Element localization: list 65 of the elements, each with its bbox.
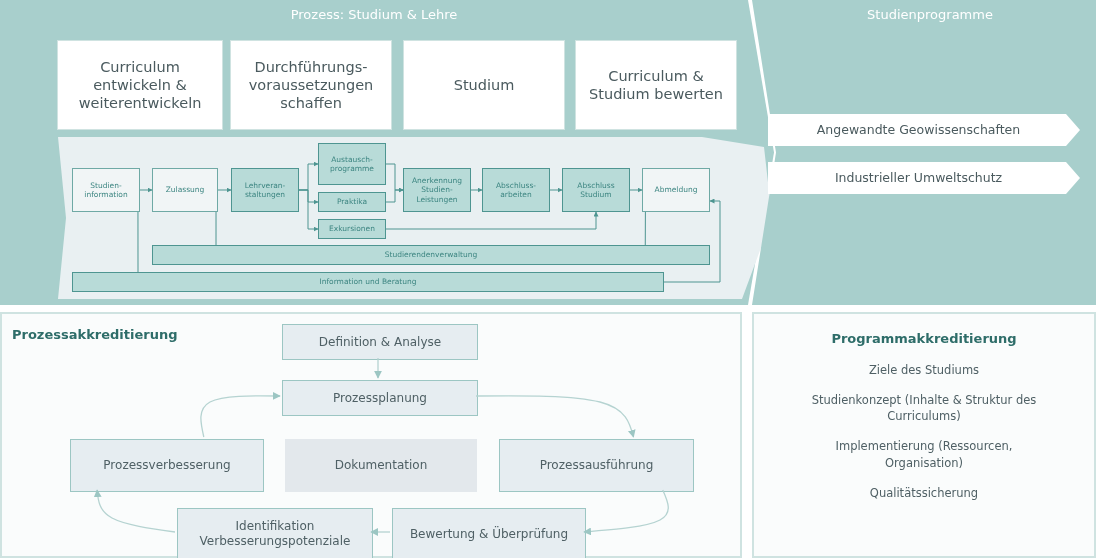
process-flow-panel bbox=[58, 137, 772, 299]
arrow bbox=[629, 187, 643, 193]
cycle-step-box bbox=[392, 508, 586, 558]
arrow bbox=[370, 528, 391, 536]
panel-title: Prozess: Studium & Lehre bbox=[289, 7, 459, 22]
connector-line bbox=[644, 211, 646, 246]
step-box bbox=[72, 168, 140, 212]
arrow bbox=[200, 392, 281, 438]
step-box bbox=[482, 168, 550, 212]
step-label: Prozessverbesserung bbox=[102, 458, 232, 473]
arrow bbox=[475, 395, 636, 438]
cycle-step-box bbox=[499, 439, 694, 492]
cycle-step-box bbox=[177, 508, 373, 558]
step-box bbox=[318, 143, 386, 185]
phase-box bbox=[57, 40, 223, 130]
step-label: Definition & Analyse bbox=[317, 334, 443, 350]
phase-box bbox=[230, 40, 392, 130]
cycle-step-box bbox=[282, 324, 478, 360]
step-label: Industrieller Umweltschutz bbox=[833, 170, 1004, 186]
step-box bbox=[231, 168, 299, 212]
panel-title: Prozessakkreditierung bbox=[12, 327, 178, 342]
accreditation-panel bbox=[0, 312, 742, 558]
step-label: Identifikation Verbesserungspotenziale bbox=[198, 519, 352, 549]
arrow bbox=[583, 489, 669, 536]
step-label: Angewandte Geowissenschaften bbox=[815, 122, 1022, 138]
arrow bbox=[374, 357, 382, 379]
arrow bbox=[298, 189, 319, 232]
cycle-step-box bbox=[70, 439, 264, 492]
step-box bbox=[642, 168, 710, 212]
step-label: Prozessausführung bbox=[538, 458, 655, 473]
criterion-text: Qualitätssicherung bbox=[869, 484, 979, 501]
step-label: Bewertung & Überprüfung bbox=[408, 526, 570, 542]
step-box bbox=[318, 192, 386, 212]
arrow bbox=[470, 187, 483, 193]
arrow bbox=[663, 198, 721, 283]
connector-line bbox=[215, 211, 217, 246]
arrow bbox=[385, 187, 404, 203]
panel-title: Studienprogramme bbox=[866, 7, 994, 22]
step-label: Curriculum entwickeln & weiterentwickeln bbox=[77, 57, 203, 113]
step-box bbox=[562, 168, 630, 212]
step-box bbox=[403, 168, 471, 212]
arrow bbox=[549, 187, 563, 193]
phase-box bbox=[403, 40, 565, 130]
arrow bbox=[217, 187, 232, 193]
criterion-text: Implementierung (Ressourcen, Organisation) bbox=[834, 438, 1014, 471]
step-label: Dokumentation bbox=[333, 458, 429, 473]
connector-line bbox=[137, 211, 139, 273]
arrow bbox=[93, 489, 176, 533]
program-panel bbox=[752, 0, 1096, 305]
support-bar bbox=[72, 272, 664, 292]
panel-title: Programmakkreditierung bbox=[831, 330, 1017, 348]
support-bar bbox=[152, 245, 710, 265]
criterion-text: Studienkonzept (Inhalte & Struktur des Curriculums) bbox=[810, 392, 1038, 425]
step-box bbox=[318, 219, 386, 239]
cycle-step-box bbox=[282, 380, 478, 416]
arrow bbox=[139, 187, 153, 193]
step-label: Prozessplanung bbox=[332, 390, 428, 406]
step-label: Curriculum & Studium bewerten bbox=[588, 66, 724, 104]
accreditation-panel bbox=[752, 312, 1096, 558]
criterion-text: Ziele des Studiums bbox=[868, 362, 980, 379]
step-label: Studium bbox=[452, 75, 516, 95]
arrow bbox=[385, 211, 599, 230]
phase-box bbox=[575, 40, 737, 130]
step-label: Durchführungs-voraussetzungen schaffen bbox=[247, 57, 375, 113]
step-box bbox=[152, 168, 218, 212]
